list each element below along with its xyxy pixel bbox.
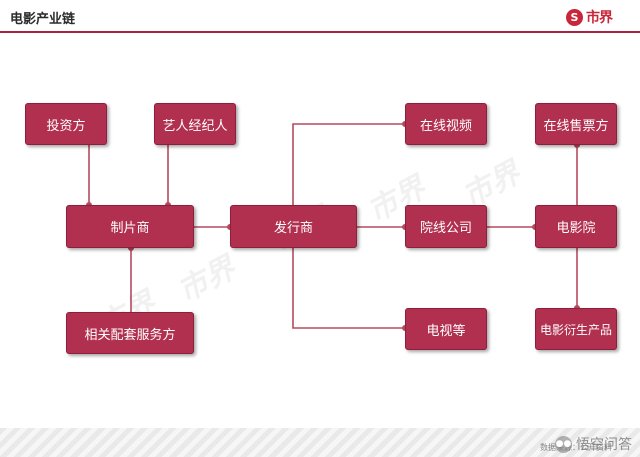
chat-bubble-icon: ●● [555, 435, 572, 453]
footer-credit: ●● 悟空问答 [555, 434, 632, 454]
source-note: 数据来源：公开资料 [540, 443, 612, 452]
node-distributor: 发行商 [230, 205, 357, 248]
node-cinema: 电影院 [535, 205, 617, 248]
node-theater-chain: 院线公司 [405, 205, 487, 248]
logo-icon: S [566, 8, 583, 26]
logo-text: 市界 [586, 10, 613, 26]
node-tv: 电视等 [405, 308, 487, 350]
header-divider [0, 31, 640, 33]
header: 电影产业链 S 市界 [0, 0, 640, 34]
node-artist-agent: 艺人经纪人 [154, 103, 236, 145]
node-online-video: 在线视频 [405, 103, 487, 145]
credit-text: 悟空问答 [576, 437, 632, 453]
connector-distributor-online-video [292, 123, 405, 205]
node-supporting-services: 相关配套服务方 [66, 312, 194, 354]
footer-band [0, 428, 640, 457]
node-producer: 制片商 [66, 205, 194, 248]
node-online-ticketing: 在线售票方 [535, 103, 617, 145]
logo: S 市界 [566, 7, 613, 27]
connector-distributor-tv [292, 248, 405, 329]
node-derivatives: 电影衍生产品 [535, 308, 617, 350]
page-title: 电影产业链 [10, 12, 76, 27]
node-investor: 投资方 [25, 103, 107, 145]
